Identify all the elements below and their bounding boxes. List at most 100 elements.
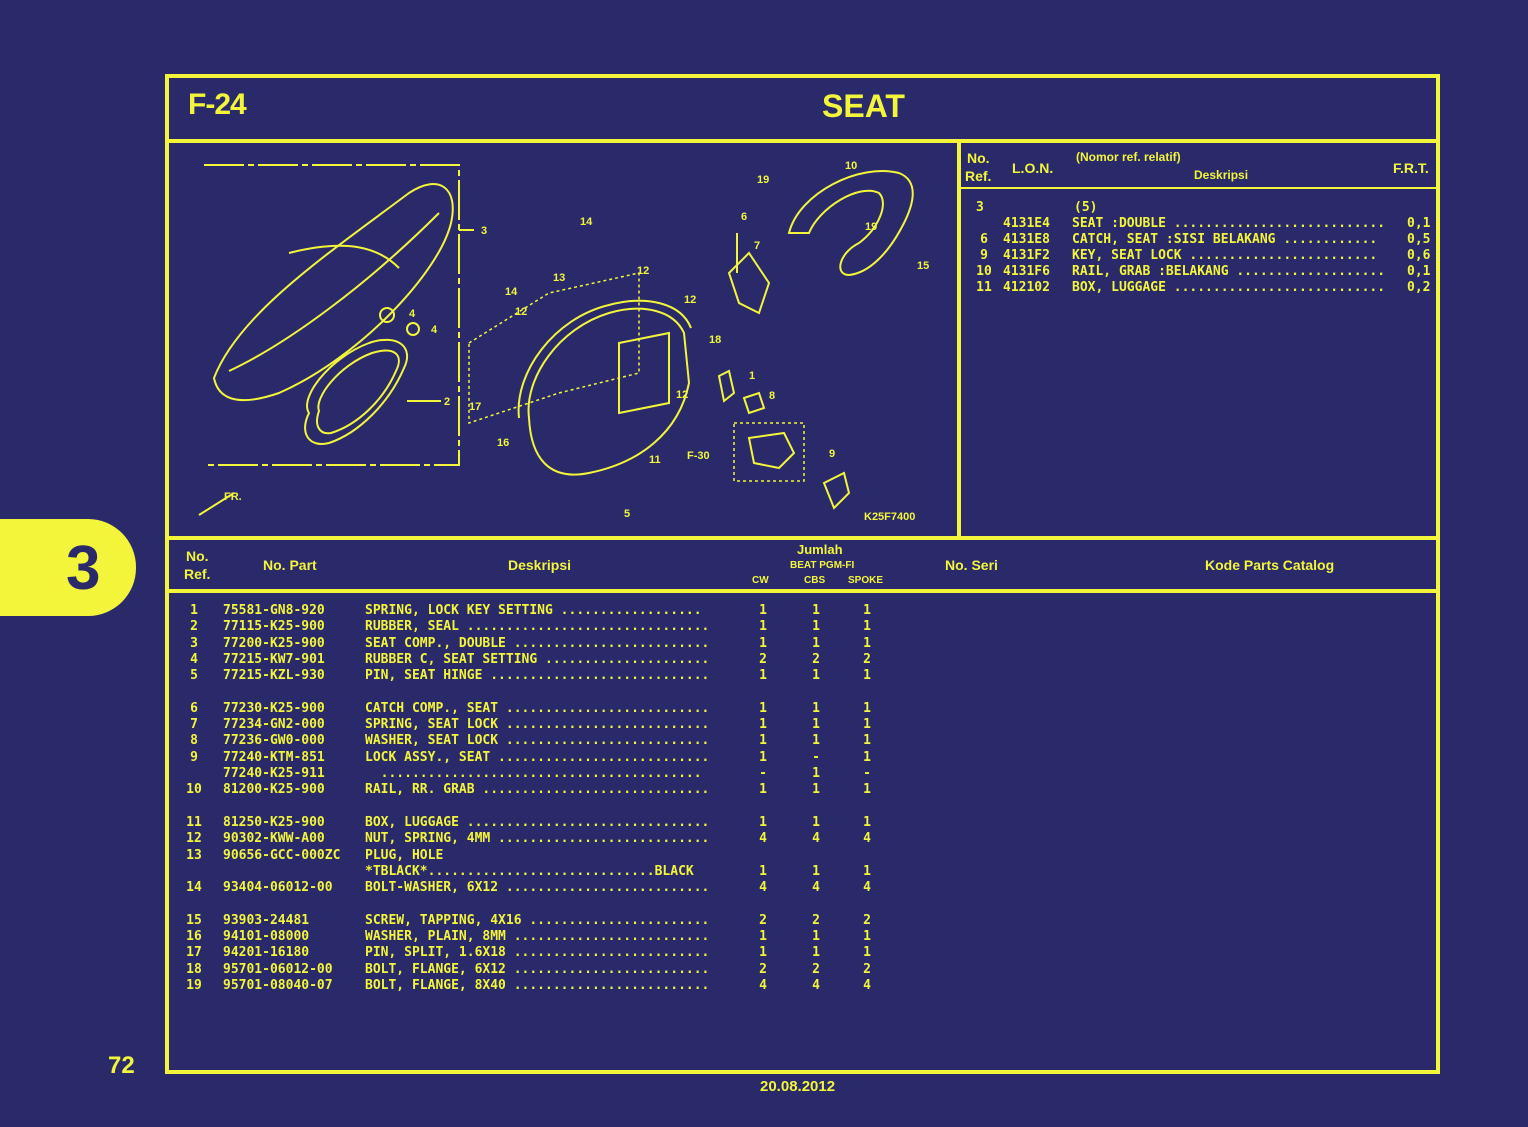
divider-parts-header: [165, 589, 1440, 593]
parts-row-ref: 13: [186, 847, 202, 863]
parts-row-cw: 1: [759, 733, 767, 749]
parts-row-desc: BOX, LUGGAGE ...........................…: [365, 814, 710, 830]
svg-text:12: 12: [676, 389, 688, 401]
parts-row-cbs: 1: [812, 782, 820, 798]
parts-row-desc: NUT, SPRING, 4MM .......................…: [365, 831, 710, 847]
parts-row-spoke: 2: [863, 651, 871, 667]
parts-row-desc: SPRING, LOCK KEY SETTING ...............…: [365, 603, 702, 618]
ref-row-frt: 0,2: [1407, 280, 1431, 295]
ref-row-desc: KEY, SEAT LOCK ........................: [1072, 248, 1378, 263]
parts-row-cw: 1: [759, 782, 767, 798]
parts-row-spoke: 1: [863, 635, 871, 651]
svg-text:12: 12: [637, 265, 649, 277]
ref-row-lon: 412102: [1003, 280, 1050, 295]
parts-row-cw: 4: [759, 831, 767, 847]
page-title: SEAT: [822, 88, 905, 124]
svg-text:12: 12: [515, 306, 527, 318]
parts-row-desc: BOLT, FLANGE, 6X12 .....................…: [365, 961, 710, 977]
parts-row-ref: 9: [190, 749, 198, 765]
parts-row-cbs: 1: [812, 863, 820, 879]
front-arrow: [198, 492, 235, 516]
parts-row-cw: 1: [759, 603, 767, 618]
parts-row-desc: PIN, SPLIT, 1.6X18 .....................…: [365, 945, 710, 961]
parts-row-cw: -: [759, 766, 767, 781]
parts-row-spoke: 2: [863, 912, 871, 928]
svg-text:1: 1: [749, 370, 755, 382]
parts-row-part: 77234-GN2-000: [223, 717, 325, 733]
parts-row-ref: 10: [186, 782, 202, 798]
parts-row-ref: 3: [190, 635, 198, 651]
parts-hdr-jumlah: Jumlah: [797, 542, 843, 557]
section-tab: 3: [0, 519, 136, 616]
grab-rail: [787, 170, 914, 277]
ref-hdr-nomor: (Nomor ref. relatif): [1076, 150, 1181, 164]
svg-text:14: 14: [580, 216, 593, 228]
print-date: 20.08.2012: [760, 1078, 836, 1095]
parts-row-spoke: 1: [863, 814, 871, 830]
parts-row-spoke: 1: [863, 749, 871, 765]
parts-row-spoke: 4: [863, 831, 871, 847]
parts-row-desc: PLUG, HOLE: [365, 847, 444, 863]
parts-row-cbs: 1: [812, 766, 820, 781]
parts-row-cw: 2: [759, 651, 767, 667]
parts-row-ref: 12: [186, 831, 202, 847]
parts-row-cw: 1: [759, 619, 767, 635]
parts-hdr-kode: Kode Parts Catalog: [1205, 557, 1335, 573]
rubber-c-1: [379, 307, 395, 323]
parts-row-part: 77236-GW0-000: [223, 733, 325, 749]
parts-row-cw: 1: [759, 668, 767, 684]
divider-ref-header: [960, 187, 1440, 189]
svg-text:5: 5: [624, 508, 630, 520]
luggage-box-rim: [517, 299, 692, 419]
parts-row-part: 77115-K25-900: [223, 619, 325, 635]
exploded-diagram: 3 4 4 2 12 13 14 14 12 12 12 17 16 11 5 …: [198, 160, 929, 523]
parts-row-ref: 17: [186, 945, 202, 961]
parts-row-cw: 2: [759, 961, 767, 977]
parts-row-cbs: 1: [812, 945, 820, 961]
page-number: 72: [108, 1052, 135, 1079]
svg-text:17: 17: [469, 401, 481, 413]
parts-row-desc: PIN, SEAT HINGE ........................…: [365, 668, 710, 684]
parts-row-cw: 1: [759, 700, 767, 716]
parts-row-cbs: 1: [812, 619, 820, 635]
parts-row-cw: 1: [759, 929, 767, 944]
parts-row-part: 94201-16180: [223, 945, 310, 961]
parts-row-cbs: 1: [812, 814, 820, 830]
parts-row-cbs: 1: [812, 717, 820, 733]
ref-row-desc: BOX, LUGGAGE ...........................: [1072, 280, 1386, 295]
parts-row-desc: *TBLACK*.............................BLA…: [365, 863, 694, 879]
parts-row-part: 95701-08040-07: [223, 977, 333, 993]
svg-text:FR.: FR.: [224, 491, 242, 503]
parts-row-part: 77230-K25-900: [223, 700, 325, 716]
parts-row-spoke: 1: [863, 929, 871, 944]
parts-row-part: 90656-GCC-000ZC: [223, 847, 341, 863]
parts-row-ref: 14: [186, 880, 202, 896]
parts-hdr-no: No.: [186, 548, 209, 564]
svg-text:4: 4: [409, 308, 416, 320]
ref-row-frt: 0,5: [1407, 232, 1431, 247]
ref-group-qty: (5): [1074, 200, 1098, 215]
seal-rubber-inner: [316, 349, 400, 435]
svg-text:10: 10: [845, 160, 857, 172]
ref-hdr-ref: Ref.: [965, 168, 992, 184]
parts-row-part: 93903-24481: [223, 912, 310, 928]
ref-hdr-desc: Deskripsi: [1194, 168, 1249, 182]
divider-diagram: [957, 139, 961, 539]
parts-row-part: 95701-06012-00: [223, 961, 333, 977]
parts-row-cbs: -: [812, 749, 820, 765]
seat-bracket: [204, 164, 460, 466]
parts-hdr-seri: No. Seri: [945, 557, 998, 573]
parts-hdr-ref: Ref.: [184, 566, 211, 582]
parts-row-cbs: 2: [812, 651, 820, 667]
ref-row-frt: 0,1: [1407, 264, 1431, 279]
svg-text:12: 12: [684, 294, 696, 306]
seat-lock: [747, 431, 796, 470]
parts-hdr-cw: CW: [752, 575, 769, 586]
parts-hdr-cbs: CBS: [804, 575, 826, 586]
parts-row-part: 81200-K25-900: [223, 782, 325, 798]
box-partition: [618, 331, 670, 415]
parts-row-cw: 1: [759, 863, 767, 879]
ref-row-frt: 0,6: [1407, 248, 1431, 263]
parts-row-ref: 15: [186, 912, 202, 928]
parts-row-desc: LOCK ASSY., SEAT .......................…: [365, 749, 710, 765]
